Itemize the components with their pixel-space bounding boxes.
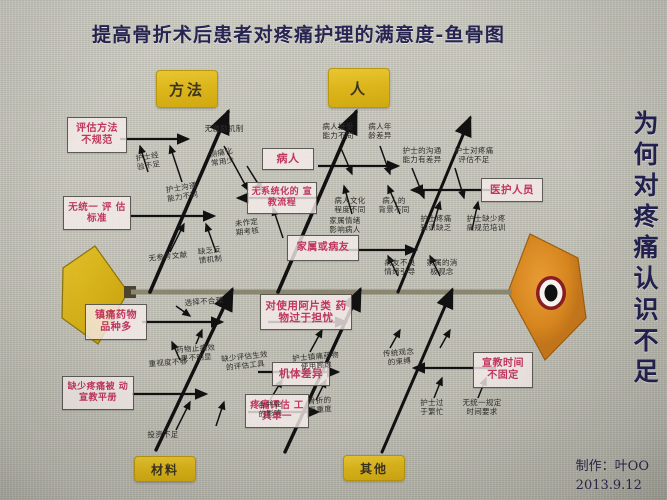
- credit-block: 制作：叶ΟΟ 2013.9.12: [576, 458, 649, 496]
- cause-text: 护士的沟通 能力有差异: [402, 146, 442, 165]
- page-title: 提高骨折术后患者对疼痛护理的满意度-鱼骨图: [92, 24, 506, 46]
- category-chip-method[interactable]: 方法: [156, 70, 218, 108]
- category-chip-material[interactable]: 材料: [134, 456, 196, 482]
- cause-text: 护士疼痛 知识缺乏: [420, 214, 452, 233]
- box-no-standard[interactable]: 无统一 评 估标准: [63, 196, 131, 230]
- cause-text: 投资不足: [147, 430, 179, 439]
- cause-text: 护士缺少疼 痛规范培训: [466, 214, 506, 233]
- cause-text: 病人的 背景不同: [378, 196, 410, 215]
- cause-text: 护士对疼痛 评估不足: [454, 146, 494, 165]
- cause-text: 病友不良 情绪引导: [384, 258, 416, 277]
- box-medical-staff[interactable]: 医护人员: [481, 178, 543, 202]
- box-no-education[interactable]: 无系统化的 宣教流程: [247, 182, 317, 214]
- cause-text: 骨折的 严重度: [307, 395, 333, 415]
- vertical-question-text: 为何对疼痛认识不足: [630, 109, 659, 389]
- box-pain-tool[interactable]: 疼痛评估 工具单一: [245, 394, 309, 428]
- category-chip-people[interactable]: 人: [328, 68, 390, 108]
- cause-text: 家属的消 极观念: [426, 258, 458, 277]
- box-patient[interactable]: 病人: [262, 148, 314, 170]
- box-many-drugs[interactable]: 镇痛药物 品种多: [85, 304, 147, 340]
- box-edu-time[interactable]: 宣教时间 不固定: [473, 352, 533, 388]
- credit-author: 制作：叶ΟΟ: [575, 459, 649, 475]
- rib-other-2: [380, 287, 454, 454]
- fish-head: [507, 233, 587, 362]
- cause-text: 家属情绪 影响病人: [329, 216, 361, 235]
- box-family[interactable]: 家属或病友: [287, 235, 359, 261]
- box-opioid-worry[interactable]: 对使用阿片类 药物过于担忧: [260, 294, 352, 330]
- box-body-diff[interactable]: 机体差异: [272, 362, 330, 386]
- credit-date: 2013.9.12: [575, 478, 642, 494]
- rib-staff: [396, 115, 472, 294]
- rib-method: [148, 108, 230, 294]
- cause-text: 无激励机制: [204, 124, 244, 133]
- cause-text: 护士过 于繁忙: [420, 398, 444, 417]
- rib-people: [276, 108, 358, 294]
- cause-text: 病人文化 程度不同: [334, 196, 366, 215]
- cause-text: 无统一规定 时间要求: [462, 398, 502, 417]
- box-no-manual[interactable]: 缺少疼痛被 动宣教平册: [62, 376, 134, 410]
- cause-text: 病人年 龄差异: [368, 122, 392, 141]
- category-chip-other[interactable]: 其他: [343, 455, 405, 481]
- cause-text: 合并症 的影响: [257, 399, 283, 419]
- box-eval-method[interactable]: 评估方法 不规范: [67, 117, 127, 153]
- cause-text: 病人接受 能力不同: [322, 122, 354, 141]
